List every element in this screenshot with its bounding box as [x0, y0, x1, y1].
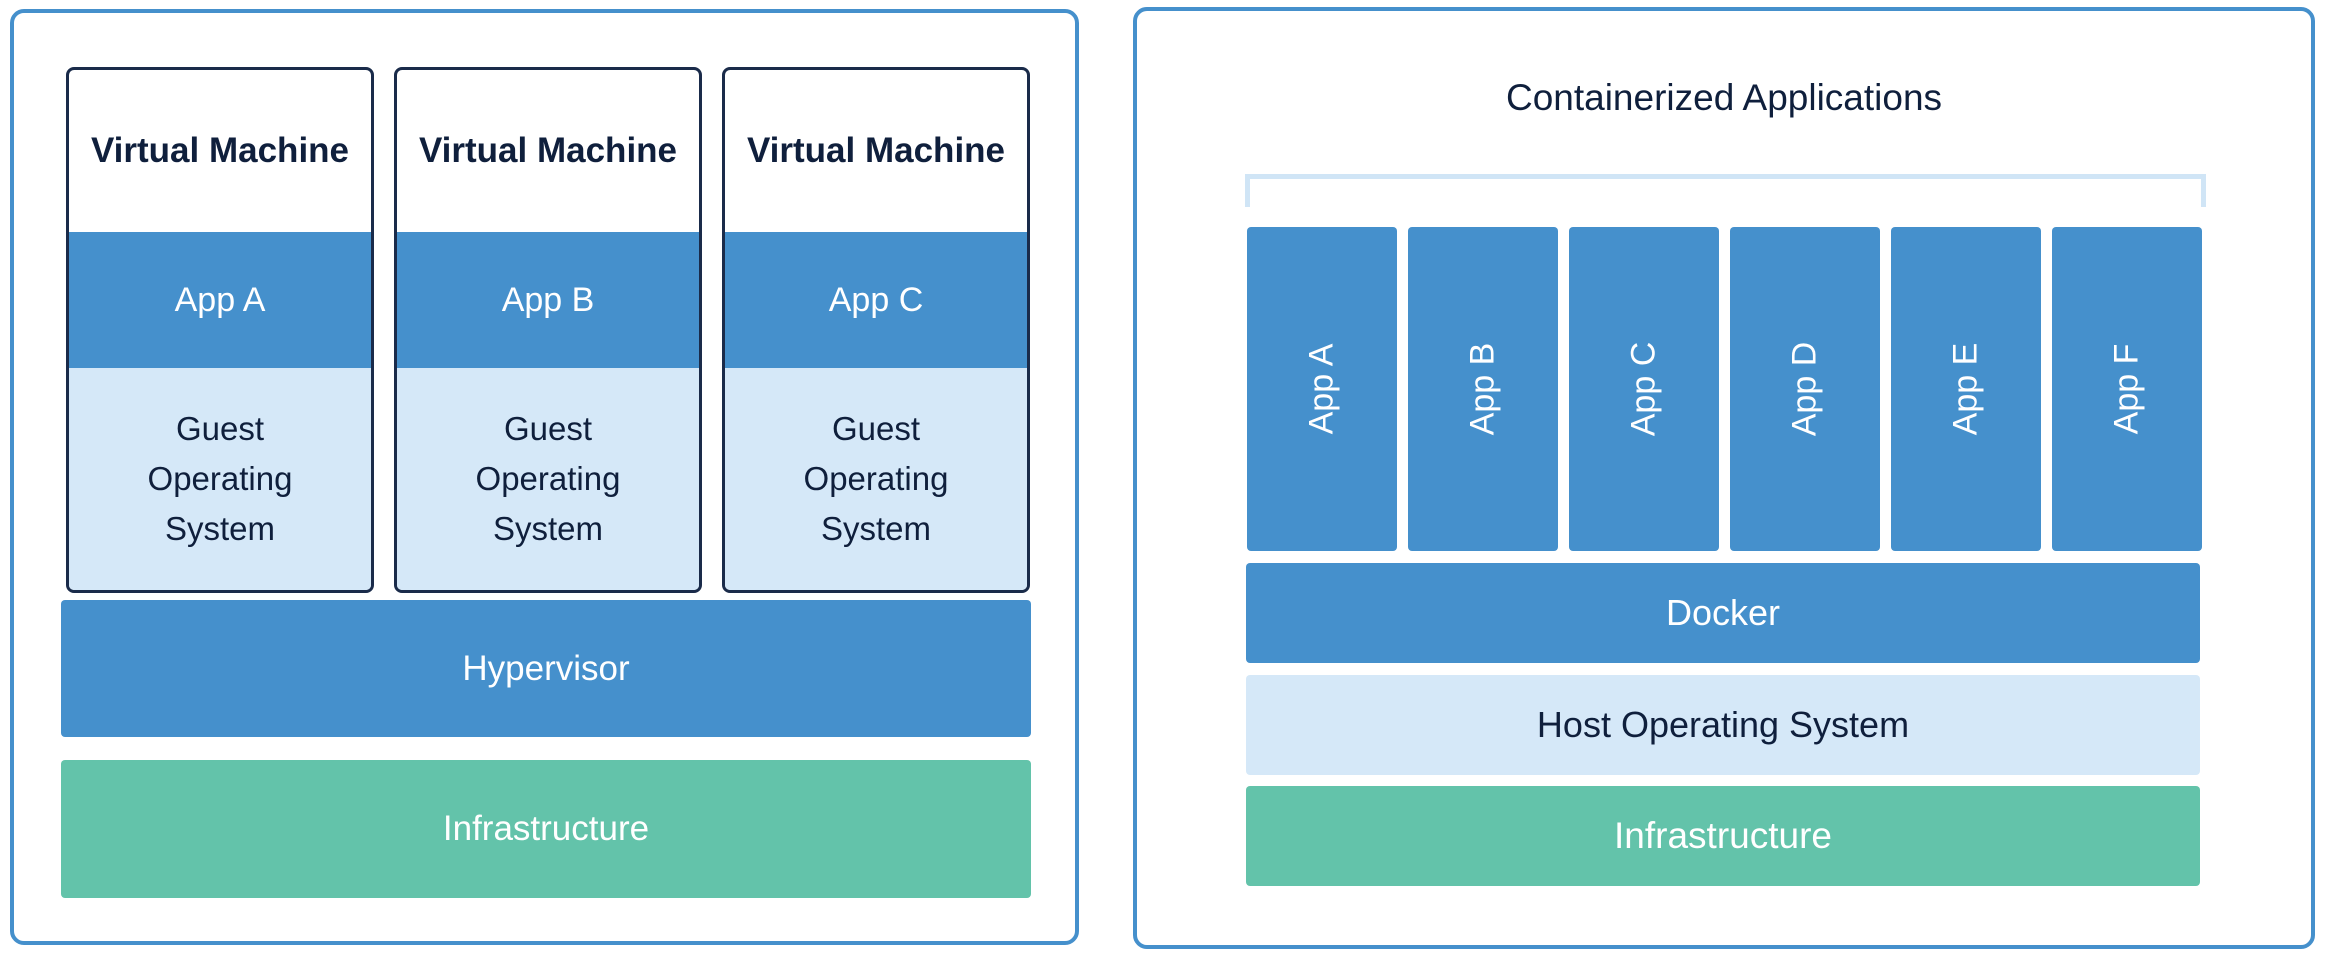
- docker-layer: Docker: [1246, 563, 2200, 663]
- apps-bracket: [1245, 174, 2206, 207]
- container-app-label: App C: [1624, 341, 1663, 437]
- container-app-label: App B: [1463, 342, 1502, 436]
- container-app-label: App F: [2107, 343, 2146, 435]
- container-app-e: App E: [1891, 227, 2041, 551]
- virtual-machines-panel: Virtual Machine App A Guest Operating Sy…: [10, 9, 1079, 945]
- container-app-label: App E: [1946, 342, 1985, 436]
- vm-app: App B: [397, 232, 699, 368]
- container-app-c: App C: [1569, 227, 1719, 551]
- virtual-machine-2: Virtual Machine App B Guest Operating Sy…: [394, 67, 702, 593]
- infrastructure-layer: Infrastructure: [1246, 786, 2200, 886]
- vm-app: App A: [69, 232, 371, 368]
- vm-app: App C: [725, 232, 1027, 368]
- container-app-a: App A: [1247, 227, 1397, 551]
- infrastructure-layer: Infrastructure: [61, 760, 1031, 898]
- vm-title: Virtual Machine: [90, 131, 350, 170]
- guest-os: Guest Operating System: [725, 368, 1027, 590]
- virtual-machine-1: Virtual Machine App A Guest Operating Sy…: [66, 67, 374, 593]
- vm-title: Virtual Machine: [418, 131, 678, 170]
- container-app-label: App A: [1302, 343, 1341, 435]
- container-app-f: App F: [2052, 227, 2202, 551]
- guest-os: Guest Operating System: [397, 368, 699, 590]
- containerized-applications-title: Containerized Applications: [1505, 77, 1943, 118]
- containers-panel: Containerized Applications App A App B A…: [1133, 7, 2315, 949]
- hypervisor-layer: Hypervisor: [61, 600, 1031, 737]
- host-os-layer: Host Operating System: [1246, 675, 2200, 775]
- container-app-d: App D: [1730, 227, 1880, 551]
- container-app-b: App B: [1408, 227, 1558, 551]
- vm-title: Virtual Machine: [746, 131, 1006, 170]
- virtual-machine-3: Virtual Machine App C Guest Operating Sy…: [722, 67, 1030, 593]
- guest-os: Guest Operating System: [69, 368, 371, 590]
- container-app-label: App D: [1785, 341, 1824, 437]
